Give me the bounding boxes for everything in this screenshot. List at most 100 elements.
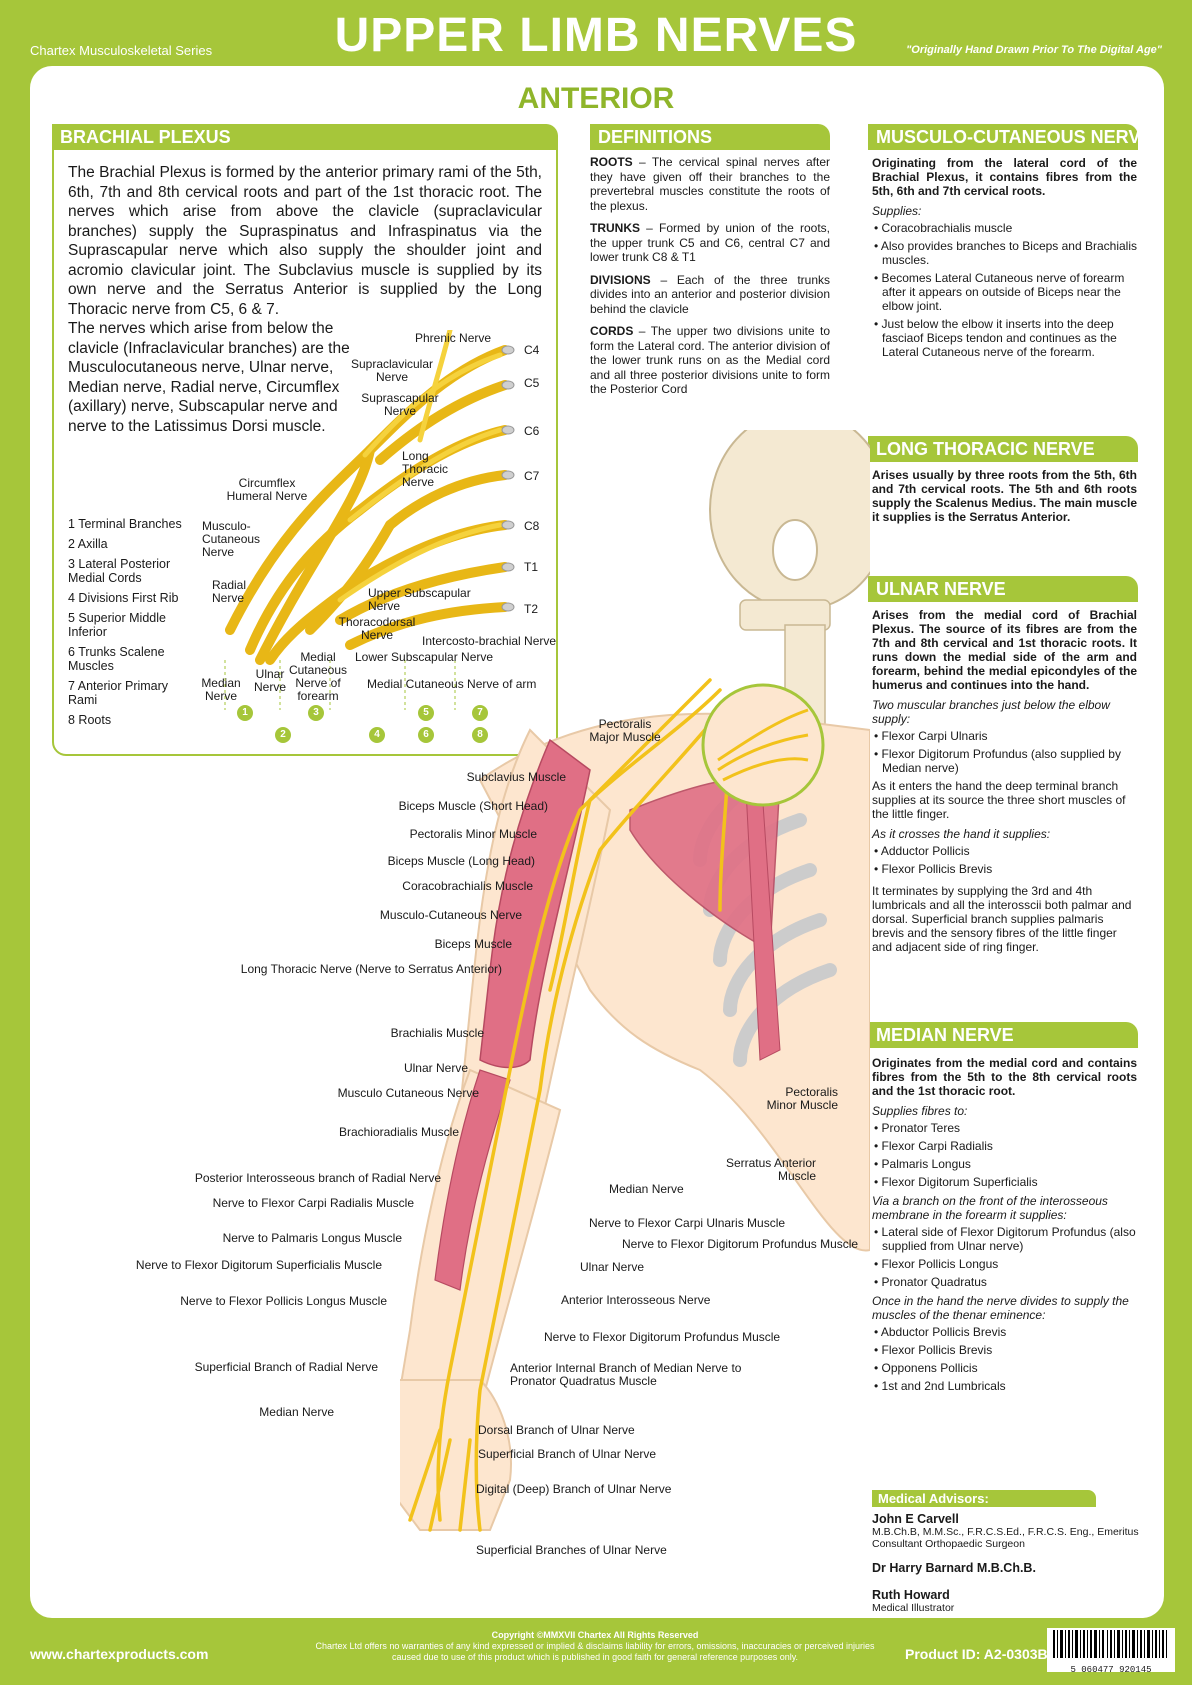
copyright-notice: Copyright ©MMXVII Chartex All Rights Res… — [315, 1630, 875, 1662]
callout-label: Anterior Internal Branch of Median Nerve… — [510, 1361, 742, 1388]
advisor-name: Dr Harry Barnard M.B.Ch.B. — [872, 1561, 1036, 1575]
legend-item: 8 Roots — [68, 713, 112, 727]
medial-cutaneous-arm-label: Medial Cutaneous Nerve of arm — [367, 677, 537, 691]
callout-label: Nerve to Flexor Digitorum Profundus Musc… — [544, 1330, 781, 1344]
list-item: • 1st and 2nd Lumbricals — [874, 1379, 1006, 1393]
barcode-number: 5 060477 920145 — [1070, 1665, 1152, 1675]
legend-item: 3 Lateral Posterior Medial Cords — [68, 557, 171, 585]
brachial-plexus-diagram — [224, 330, 515, 710]
page-title: UPPER LIMB NERVES — [334, 9, 858, 62]
callout-label: Superficial Branch of Radial Nerve — [194, 1360, 378, 1374]
definition-item: CORDS – The upper two divisions unite to… — [590, 324, 830, 396]
upper-subscapular-label: Upper Subscapular Nerve — [368, 586, 471, 613]
callout-label: Brachialis Muscle — [390, 1026, 484, 1040]
barcode: 5 060477 920145 — [1047, 1628, 1175, 1675]
diagram-number: 5 — [418, 705, 434, 721]
musculo-cutaneous-heading: MUSCULO-CUTANEOUS NERVE — [868, 124, 1152, 150]
supraclavicular-nerve-label: Supraclavicular Nerve — [350, 357, 434, 384]
ulnar-heading: ULNAR NERVE — [868, 576, 1138, 602]
intercosto-brachial-label: Intercosto-brachial Nerve — [422, 634, 557, 648]
advisor-credentials: M.B.Ch.B, M.M.Sc., F.R.C.S.Ed., F.R.C.S.… — [872, 1526, 1139, 1550]
list-item: • Flexor Pollicis Brevis — [874, 862, 993, 876]
callout-label: Nerve to Flexor Digitorum Superficialis … — [135, 1258, 382, 1272]
callout-label: Posterior Interosseous branch of Radial … — [194, 1171, 441, 1185]
radial-nerve-label: Radial Nerve — [212, 578, 247, 605]
brachial-plexus-heading: BRACHIAL PLEXUS — [52, 124, 558, 150]
plexus-zoom-circle — [701, 683, 825, 807]
list-item: • Becomes Lateral Cutaneous nerve of for… — [874, 271, 1125, 313]
callout-label: Brachioradialis Muscle — [338, 1125, 459, 1139]
legend-item: 1 Terminal Branches — [68, 517, 182, 531]
thoracodorsal-label: Thoracodorsal Nerve — [338, 615, 416, 642]
callout-label: Nerve to Flexor Carpi Radialis Muscle — [212, 1196, 414, 1210]
root-label: C5 — [524, 376, 540, 390]
definition-item: ROOTS – The cervical spinal nerves after… — [590, 155, 830, 213]
list-item: • Flexor Carpi Radialis — [874, 1139, 993, 1153]
callout-label: Subclavius Muscle — [466, 770, 566, 784]
callout-label: Digital (Deep) Branch of Ulnar Nerve — [476, 1482, 672, 1496]
diagram-number: 8 — [472, 727, 488, 743]
list-item: • Coracobrachialis muscle — [874, 221, 1013, 235]
callout-label: Serratus Anterior Muscle — [725, 1156, 816, 1183]
legend-item: 5 Superior Middle Inferior — [68, 611, 166, 639]
callout-label: Median Nerve — [609, 1182, 684, 1196]
callout-label: Musculo-Cutaneous Nerve — [379, 908, 522, 922]
list-item: • Palmaris Longus — [874, 1157, 971, 1171]
callout-label: Biceps Muscle (Long Head) — [387, 854, 535, 868]
list-item: • Pronator Quadratus — [874, 1275, 987, 1289]
circumflex-nerve-label: Circumflex Humeral Nerve — [226, 476, 308, 503]
callout-label: Anterior Interosseous Nerve — [561, 1293, 711, 1307]
list-item: • Abductor Pollicis Brevis — [874, 1325, 1007, 1339]
callout-label: Dorsal Branch of Ulnar Nerve — [478, 1423, 635, 1437]
legend-item: 2 Axilla — [68, 537, 108, 551]
musculo-cutaneous-label: Musculo-Cutaneous Nerve — [202, 519, 261, 559]
list-item: • Pronator Teres — [874, 1121, 961, 1135]
callout-label: Musculo Cutaneous Nerve — [337, 1086, 479, 1100]
diagram-number: 7 — [472, 705, 488, 721]
list-item: • Just below the elbow it inserts into t… — [874, 317, 1117, 359]
callout-label: Pectoralis Major Muscle — [589, 717, 661, 744]
root-label: C8 — [524, 519, 540, 533]
median-section: Originates from the medial cord and cont… — [872, 1056, 1137, 1393]
tagline: "Originally Hand Drawn Prior To The Digi… — [906, 44, 1162, 56]
plexus-legend: 1 Terminal Branches 2 Axilla 3 Lateral P… — [68, 517, 198, 733]
list-item: • Flexor Digitorum Superficialis — [874, 1175, 1038, 1189]
ulnar-nerve-label: Ulnar Nerve — [253, 667, 286, 694]
diagram-number: 6 — [418, 727, 434, 743]
callout-label: Ulnar Nerve — [403, 1061, 468, 1075]
website-link: www.chartexproducts.com — [30, 1646, 209, 1662]
definition-item: DIVISIONS – Each of the three trunks div… — [590, 272, 830, 316]
definitions-list: ROOTS – The cervical spinal nerves after… — [590, 155, 830, 405]
callout-label: Pectoralis Minor Muscle — [409, 827, 537, 841]
callout-label: Nerve to Flexor Digitorum Profundus Musc… — [622, 1237, 859, 1251]
list-item: • Adductor Pollicis — [874, 844, 970, 858]
series-label: Chartex Musculoskeletal Series — [30, 43, 213, 58]
diagram-number: 2 — [275, 727, 291, 743]
medial-cutaneous-forearm-label: Medial Cutaneous Nerve of forearm — [288, 650, 348, 703]
upper-limb-illustration — [400, 430, 870, 1532]
callout-label: Median Nerve — [259, 1405, 334, 1419]
page-subtitle: ANTERIOR — [517, 82, 675, 115]
diagram-number: 3 — [308, 705, 324, 721]
root-label: T2 — [524, 602, 539, 616]
list-item: • Flexor Carpi Ulnaris — [874, 729, 988, 743]
list-item: • Opponens Pollicis — [874, 1361, 978, 1375]
legend-item: 4 Divisions First Rib — [68, 591, 179, 605]
barcode-bars — [1053, 1630, 1167, 1658]
diagram-number: 4 — [369, 727, 385, 743]
brachial-plexus-infraclavicular: The nerves which arise from below the cl… — [68, 320, 350, 435]
callout-label: Nerve to Flexor Carpi Ulnaris Muscle — [589, 1216, 786, 1230]
medical-advisors: Medical Advisors: John E Carvell M.B.Ch.… — [872, 1490, 1152, 1615]
root-label: T1 — [524, 560, 539, 574]
ulnar-section: Arises from the medial cord of Brachial … — [872, 608, 1137, 954]
root-label: C7 — [524, 469, 540, 483]
callout-label: Biceps Muscle — [434, 937, 512, 951]
callout-label: Nerve to Palmaris Longus Muscle — [222, 1231, 402, 1245]
list-item: • Flexor Pollicis Longus — [874, 1257, 999, 1271]
advisor-name: John E Carvell — [872, 1512, 959, 1526]
brachial-plexus-intro: The Brachial Plexus is formed by the ant… — [68, 164, 542, 318]
list-item: • Flexor Digitorum Profundus (also suppl… — [874, 747, 1121, 775]
suprascapular-nerve-label: Suprascapular Nerve — [361, 391, 439, 418]
advisor-credentials: Medical Illustrator — [872, 1602, 955, 1614]
callout-label: Superficial Branches of Ulnar Nerve — [476, 1543, 667, 1557]
